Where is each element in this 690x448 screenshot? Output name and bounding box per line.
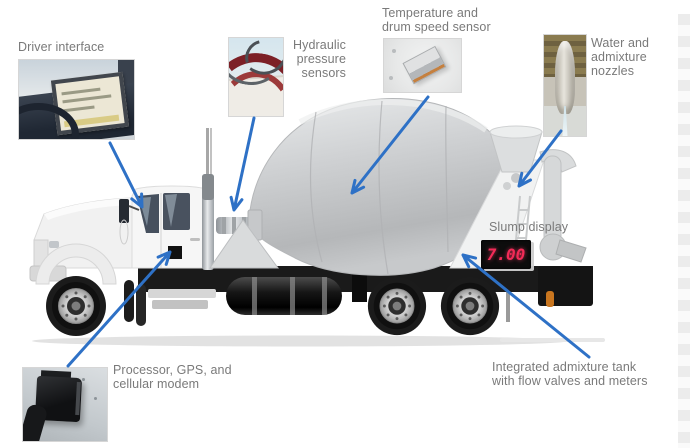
exhaust-stack xyxy=(202,128,214,270)
processor-modem-photo xyxy=(22,367,108,442)
screen-text-line xyxy=(63,104,95,112)
page-edge-pattern xyxy=(678,14,690,448)
mount-bolt xyxy=(391,48,396,53)
hydraulic-sensors-label: Hydraulic pressure sensors xyxy=(293,38,346,80)
device-connector-edge xyxy=(75,382,81,415)
nozzle-spray xyxy=(562,105,568,136)
water-nozzles-label: Water and admixture nozzles xyxy=(591,36,650,78)
wall-speck xyxy=(81,378,85,382)
steering-wheel xyxy=(19,102,79,139)
hydraulic-sensors-photo xyxy=(228,37,284,117)
processor-modem-label: Processor, GPS, and cellular modem xyxy=(113,363,232,391)
temperature-sensor-photo xyxy=(383,38,462,93)
mount-bolt xyxy=(388,76,393,81)
wall-speck xyxy=(93,397,97,401)
screen-text-line xyxy=(60,87,100,95)
drum-front-support xyxy=(209,209,279,269)
ground-shadow xyxy=(32,335,605,347)
slump-display: 7.00 xyxy=(481,240,531,269)
slump-display-label: Slump display xyxy=(489,220,569,234)
water-nozzles-photo xyxy=(543,34,587,137)
driver-interface-photo xyxy=(18,59,135,140)
temperature-sensor-label: Temperature and drum speed sensor xyxy=(382,6,491,34)
admixture-tank-label: Integrated admixture tank with flow valv… xyxy=(492,360,648,388)
nozzle-body xyxy=(554,41,575,114)
driver-interface-label: Driver interface xyxy=(18,40,105,54)
screen-text-line xyxy=(62,94,111,104)
slump-display-value: 7.00 xyxy=(486,245,526,264)
